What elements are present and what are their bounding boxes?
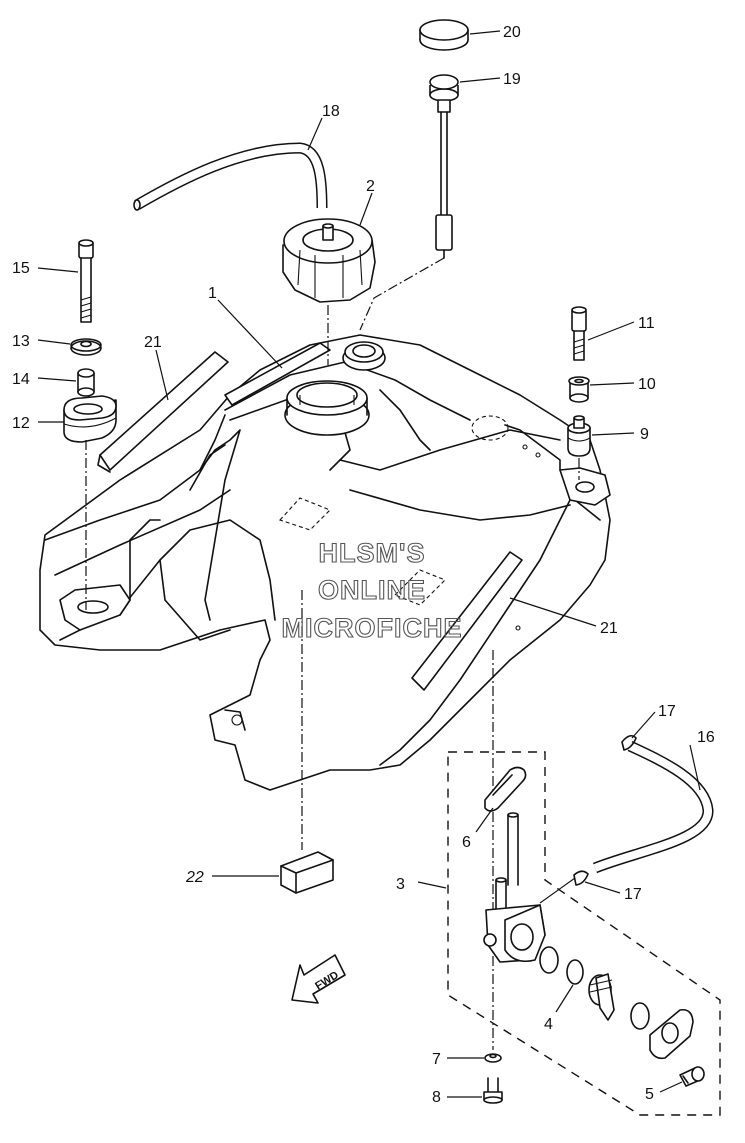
- fuel-gauge-sender: [429, 74, 459, 259]
- callout-11: 11: [638, 315, 655, 332]
- o-ring-4: [539, 946, 584, 985]
- fuel-hose-16: [592, 741, 714, 874]
- watermark-line-3: MICROFICHE: [282, 613, 463, 643]
- collar-14: [77, 368, 95, 397]
- callout-19: 19: [503, 71, 521, 88]
- drain-bolt-8: [483, 1077, 503, 1104]
- hose-clip-17-bottom: [573, 870, 589, 886]
- callout-7: 7: [432, 1051, 441, 1068]
- collar-10: [568, 376, 590, 403]
- washer-7: [484, 1053, 502, 1063]
- callout-10: 10: [638, 376, 656, 393]
- grommet-9: [567, 415, 591, 457]
- fwd-arrow: FWD: [291, 954, 346, 1004]
- callout-8: 8: [432, 1089, 441, 1106]
- fuel-cap: [282, 218, 376, 303]
- callout-13: 13: [12, 333, 30, 350]
- callout-5: 5: [645, 1086, 654, 1103]
- pad-22: [280, 851, 334, 894]
- bolt-11: [571, 306, 587, 361]
- damper-strip-right: [411, 551, 523, 691]
- callout-16: 16: [697, 729, 715, 746]
- watermark-line-1: HLSM'S: [319, 538, 426, 568]
- callout-9: 9: [640, 426, 649, 443]
- watermark: HLSM'S ONLINE MICROFICHE: [281, 537, 463, 643]
- filler-neck: [284, 380, 370, 436]
- callout-18: 18: [322, 103, 340, 120]
- callout-numbers: 20 19 18 2 1 15 13 14 12 21 11 10 9 21 1…: [12, 24, 715, 1106]
- damper-strip-left: [97, 351, 229, 473]
- callout-21-left: 21: [144, 334, 162, 351]
- callout-1: 1: [208, 285, 217, 302]
- screw-5: [679, 1066, 705, 1087]
- cover-plate: [649, 1008, 694, 1060]
- o-ring-lever: [630, 1002, 650, 1030]
- callout-14: 14: [12, 371, 30, 388]
- callout-2: 2: [366, 178, 375, 195]
- bolt-15: [78, 239, 94, 323]
- fuel-cock-3: [483, 812, 546, 963]
- breather-hose: [133, 142, 328, 211]
- callout-6: 6: [462, 834, 471, 851]
- hose-clip-17-top: [621, 734, 637, 751]
- grommet-12: [63, 395, 117, 443]
- callout-22: 22: [185, 869, 204, 886]
- callout-12: 12: [12, 415, 30, 432]
- hose-route-line: [539, 877, 576, 904]
- callout-21-right: 21: [600, 620, 618, 637]
- damper-strip-top: [224, 342, 331, 406]
- callout-3: 3: [396, 876, 405, 893]
- fuel-cock-assembly-boundary: [447, 751, 721, 1116]
- leader-lines: [37, 30, 701, 1098]
- callout-15: 15: [12, 260, 30, 277]
- callout-17-top: 17: [658, 703, 676, 720]
- gauge-boss: [342, 341, 386, 371]
- washer-13: [70, 338, 102, 356]
- fuel-cock-lever: [588, 973, 615, 1021]
- gasket-6: [484, 766, 527, 812]
- fuel-gauge: [419, 19, 469, 51]
- callout-4: 4: [544, 1016, 553, 1033]
- fuel-tank: [39, 334, 611, 791]
- callout-17-bottom: 17: [624, 886, 642, 903]
- watermark-line-2: ONLINE: [318, 575, 426, 605]
- callout-20: 20: [503, 24, 521, 41]
